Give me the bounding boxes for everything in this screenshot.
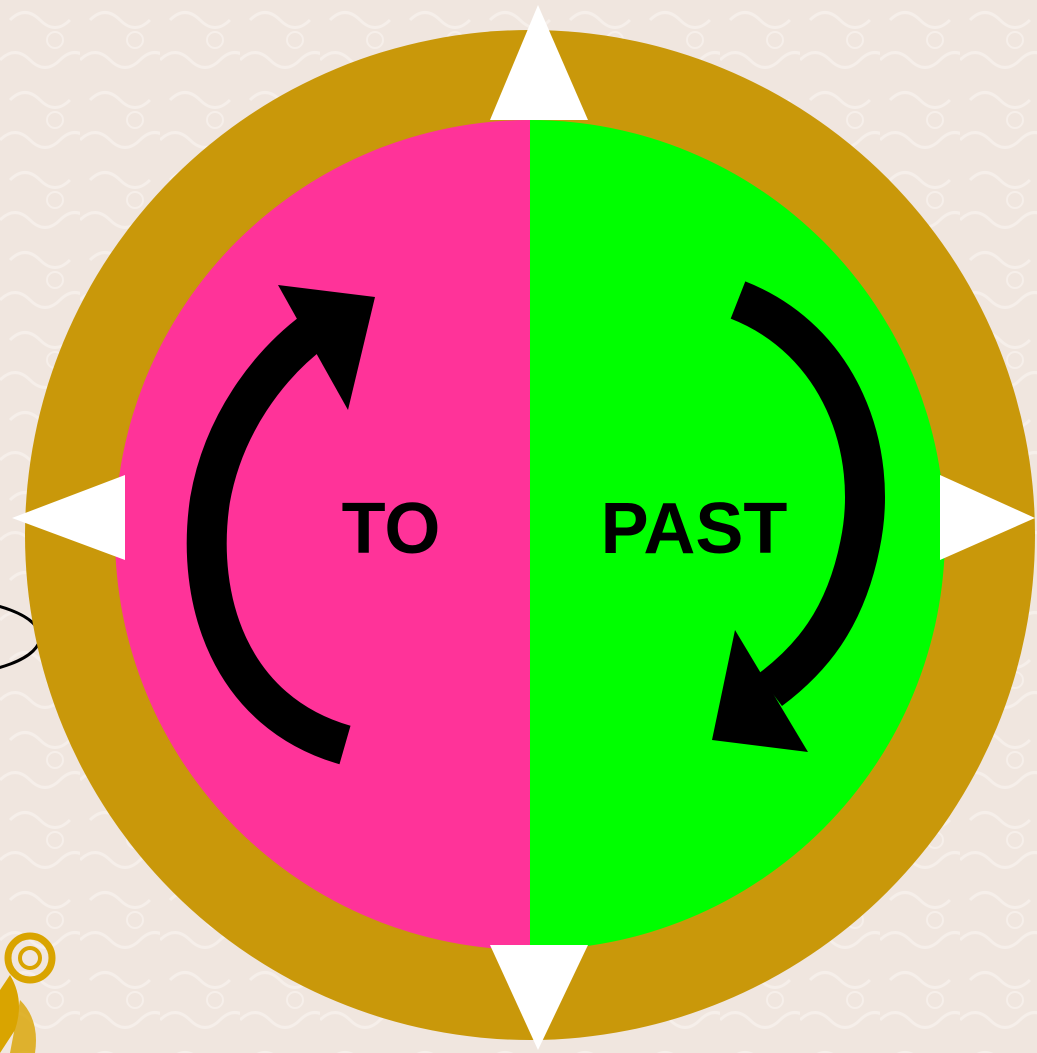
to-label: TO [342, 489, 441, 569]
past-label: PAST [601, 489, 788, 569]
